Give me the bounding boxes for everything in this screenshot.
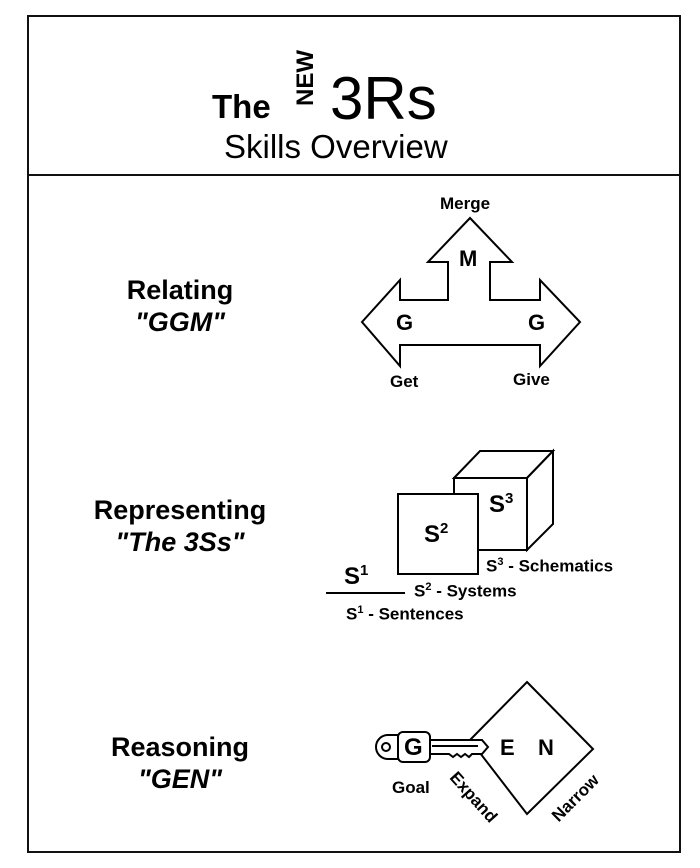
m-label: M	[459, 246, 478, 271]
section-reasoning-label: Reasoning"GEN"	[50, 731, 310, 795]
title-3rs: 3Rs	[330, 65, 437, 132]
header-divider	[27, 174, 681, 176]
merge-label: Merge	[440, 194, 491, 213]
n-label: N	[538, 735, 554, 760]
square-s2	[397, 493, 479, 575]
g-key-label: G	[404, 734, 423, 761]
s2-label: S2	[424, 520, 449, 548]
subtitle: Skills Overview	[224, 128, 448, 165]
s3-label: S3	[489, 490, 514, 518]
get-label: Get	[390, 372, 419, 391]
s1-label: S1	[344, 562, 369, 590]
outer-border	[27, 15, 681, 853]
relating-title: Relating	[126, 275, 234, 305]
gen-diamond	[468, 680, 595, 816]
e-label: E	[500, 735, 515, 760]
give-label: Give	[513, 370, 550, 389]
relating-abbr: "GGM"	[134, 307, 226, 337]
reasoning-abbr: "GEN"	[137, 764, 223, 794]
schematics-legend: S3 - Schematics	[486, 556, 614, 576]
g-right-label: G	[528, 310, 546, 335]
sentences-legend: S1 - Sentences	[346, 604, 464, 624]
g-left-label: G	[396, 310, 414, 335]
ggm-arrow-shape	[360, 216, 582, 369]
reasoning-title: Reasoning	[110, 732, 250, 762]
representing-abbr: "The 3Ss"	[115, 527, 245, 557]
key-icon	[375, 731, 490, 763]
systems-legend: S2 - Systems	[414, 581, 517, 601]
representing-title: Representing	[93, 495, 267, 525]
section-relating-label: Relating"GGM"	[50, 274, 310, 338]
goal-label: Goal	[392, 778, 430, 797]
section-representing-label: Representing"The 3Ss"	[50, 494, 310, 558]
title-the: The	[212, 88, 271, 125]
